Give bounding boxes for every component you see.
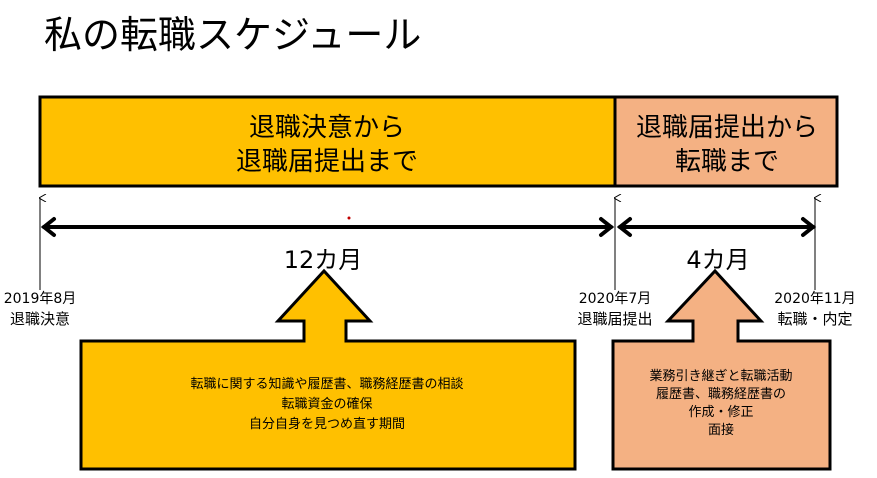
page-title: 私の転職スケジュール	[44, 13, 421, 57]
detail-2-line-3: 作成・修正	[688, 405, 753, 420]
phase-2-label-1: 退職届提出から	[636, 113, 818, 143]
milestone-1-date: 2019年8月	[4, 291, 77, 307]
duration-1: 12カ月	[284, 246, 363, 274]
phase-1-label-1: 退職決意から	[249, 113, 405, 143]
detail-2-line-2: 履歴書、職務経歴書の	[656, 387, 786, 402]
detail-1-line-3: 自分自身を見つめ直す期間	[249, 416, 405, 432]
red-dot	[347, 216, 351, 220]
detail-2-line-1: 業務引き継ぎと転職活動	[649, 368, 792, 384]
milestone-3-event: 転職・内定	[777, 310, 852, 328]
milestone-2-event: 退職届提出	[577, 310, 652, 328]
phase-1-label-2: 退職届提出まで	[236, 147, 418, 177]
duration-arrow-2	[616, 217, 817, 237]
milestone-2-date: 2020年7月	[579, 291, 652, 307]
phase-1-bar	[38, 95, 617, 188]
phase-2-label-2: 転職まで	[675, 147, 779, 177]
detail-callout-2	[611, 268, 832, 471]
duration-2: 4カ月	[686, 246, 749, 274]
duration-arrow-1	[40, 217, 615, 237]
detail-2-line-4: 面接	[708, 422, 734, 438]
detail-callout-1	[79, 268, 577, 471]
detail-1-line-1: 転職に関する知識や履歴書、職務経歴書の相談	[190, 376, 463, 392]
detail-1-line-2: 転職資金の確保	[281, 396, 372, 412]
milestone-1-event: 退職決意	[10, 310, 70, 328]
milestone-3-date: 2020年11月	[774, 291, 855, 307]
phase-2-bar	[613, 95, 839, 188]
